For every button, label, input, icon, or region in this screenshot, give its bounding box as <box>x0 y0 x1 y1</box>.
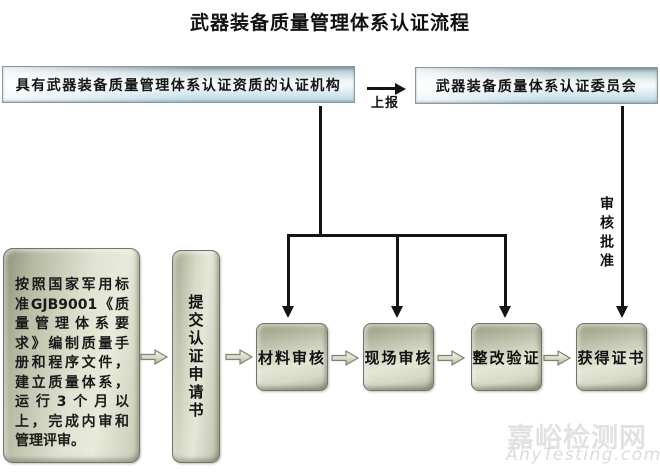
flow-arrow-icon <box>140 348 168 366</box>
preparation-text-line: 按照国家军用标 <box>15 277 129 293</box>
page-title: 武器装备质量管理体系认证流程 <box>189 12 470 34</box>
report-arrow-shaft <box>367 87 396 90</box>
flow-arrow-icon <box>437 349 465 367</box>
preparation-text-line: 量管理体系要 <box>15 316 129 332</box>
certification-body-label: 具有武器装备质量管理体系认证资质的认证机构 <box>15 77 342 94</box>
material-review-box: 材料审核 <box>256 323 328 391</box>
committee-label: 武器装备质量体系认证委员会 <box>435 78 638 95</box>
flow-arrow-icon <box>543 349 571 367</box>
preparation-box: 按照国家军用标准GJB9001《质量管理体系要求》编制质量手册和程序文件， 建立质… <box>3 248 140 463</box>
committee-box: 武器装备质量体系认证委员会 <box>415 67 658 104</box>
site-audit-label: 现场审核 <box>364 348 433 367</box>
preparation-text-line: 上，完成内审和 <box>15 413 129 430</box>
connector-drop-rectify <box>504 236 507 306</box>
submit-application-box: 提交认证申请书 <box>172 250 220 463</box>
preparation-text-line: 建立质量体系， <box>15 374 129 391</box>
preparation-text-line: 运行3个月以 <box>15 394 129 410</box>
obtain-certificate-label: 获得证书 <box>577 348 646 367</box>
preparation-text-line: 准GJB9001《质 <box>15 296 129 313</box>
connector-approve <box>621 106 624 306</box>
rectification-verification-label: 整改验证 <box>472 348 541 367</box>
report-arrow-icon <box>395 83 406 95</box>
connector-horizontal <box>287 234 507 237</box>
connector-drop-material <box>287 236 290 306</box>
certification-body-box: 具有武器装备质量管理体系认证资质的认证机构 <box>2 66 355 103</box>
preparation-text-line: 求》编制质量手 <box>15 335 129 352</box>
connector-vertical-main <box>319 106 322 236</box>
obtain-certificate-box: 获得证书 <box>576 323 647 391</box>
watermark-site: AnyTesting.com <box>506 445 660 465</box>
down-arrow-icon <box>391 306 403 318</box>
watermark-name: 嘉峪检测网 <box>507 423 647 454</box>
preparation-text-line: 册和程序文件， <box>15 355 129 371</box>
material-review-label: 材料审核 <box>257 348 326 367</box>
flow-arrow-icon <box>331 349 359 367</box>
rectification-verification-box: 整改验证 <box>471 323 542 391</box>
down-arrow-icon <box>499 306 511 318</box>
down-arrow-icon <box>282 306 294 318</box>
site-audit-box: 现场审核 <box>363 323 434 391</box>
down-arrow-icon <box>616 306 628 318</box>
report-label: 上报 <box>371 96 400 111</box>
approve-label: 审核批准 <box>598 196 614 272</box>
flow-arrow-icon <box>225 348 253 366</box>
submit-application-label: 提交认证申请书 <box>186 293 205 420</box>
connector-drop-site <box>396 236 399 306</box>
preparation-text-line: 管理评审。 <box>15 433 85 449</box>
